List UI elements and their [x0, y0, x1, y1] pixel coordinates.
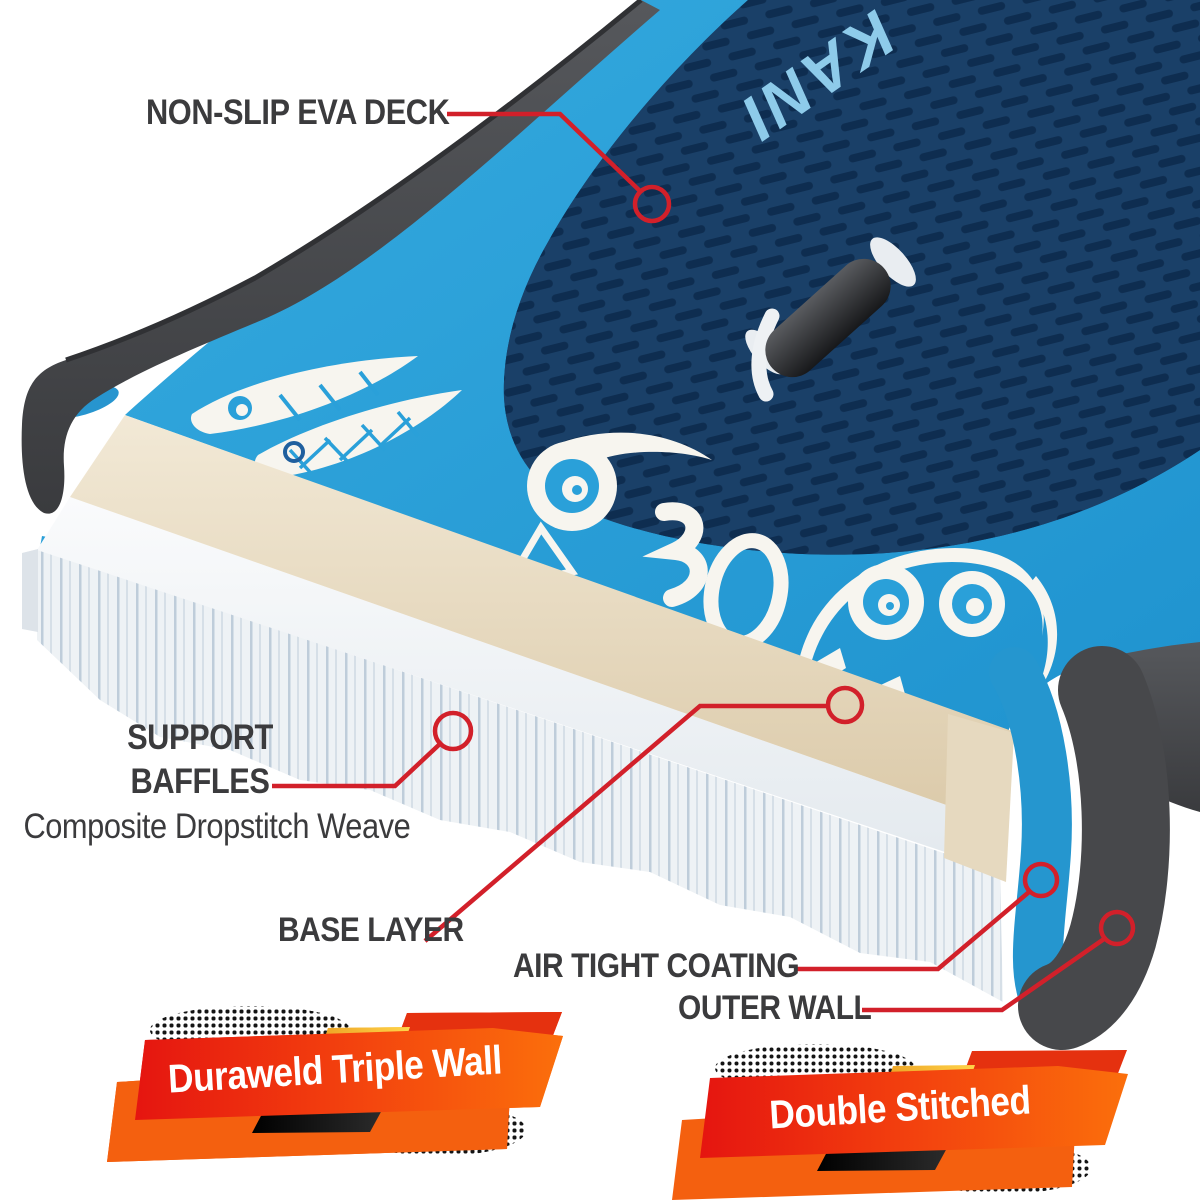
label-support-baffles-line2: BAFFLES [130, 762, 270, 801]
leader-eva-deck [447, 111, 643, 194]
left-rail-curl [21, 0, 661, 514]
label-base-layer: BASE LAYER [278, 911, 464, 949]
base-layer-left-face [22, 549, 38, 632]
callout-circle-eva-deck [632, 184, 672, 224]
leader-air-tight [795, 890, 1031, 972]
label-non-slip-eva-deck: NON-SLIP EVA DECK [146, 93, 450, 132]
leader-base-layer [423, 703, 827, 943]
label-support-baffles: SUPPORT BAFFLES [77, 716, 323, 804]
handle-strap [751, 308, 780, 402]
callout-circle-outer-wall [1098, 909, 1136, 947]
airtight-coating-curve [989, 647, 1072, 1027]
leader-outer-wall [862, 937, 1106, 1013]
callout-circle-support-baffles [432, 710, 474, 752]
handle-grip [765, 258, 891, 378]
outer-wall-curve [1018, 646, 1170, 1050]
handle-strap-end-top [870, 237, 916, 287]
board-edge-line [65, 0, 643, 363]
label-outer-wall: OUTER WALL [678, 989, 872, 1027]
callout-circle-base-layer [825, 685, 865, 725]
cream-core-band [70, 415, 1012, 807]
dropstitch-fibers [37, 549, 1003, 1002]
base-layer-band [37, 497, 1002, 871]
label-composite-dropstitch-weave: Composite Dropstitch Weave [23, 807, 411, 846]
carry-handle [745, 237, 916, 402]
leader-support-baffles [272, 740, 444, 789]
label-support-baffles-line1: SUPPORT [127, 718, 273, 757]
annotation-lines [272, 111, 1136, 1013]
callout-circle-air-tight [1022, 861, 1060, 899]
cream-right-face [944, 714, 1014, 882]
label-air-tight-coating: AIR TIGHT COATING [513, 947, 800, 985]
